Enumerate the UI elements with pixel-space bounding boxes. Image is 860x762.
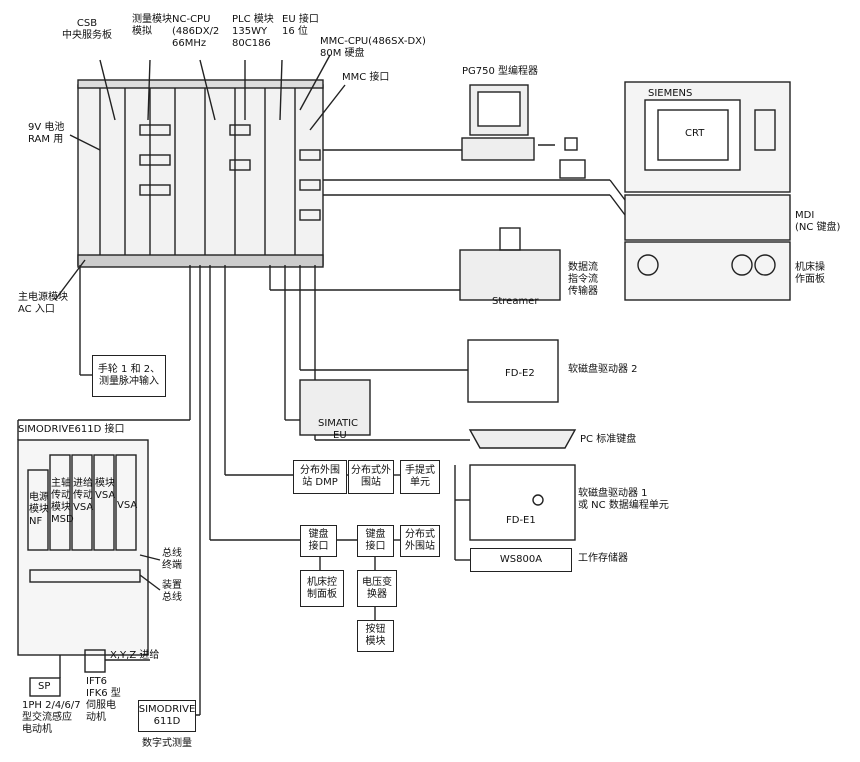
digital-measure-label: 数字式测量	[142, 738, 192, 749]
csb-label: CSB 中央服务板	[62, 18, 112, 41]
sp-motor-label: SP	[38, 681, 51, 692]
fde1-device	[469, 464, 576, 541]
simodrive-611d-box: SIMODRIVE 611D	[138, 700, 196, 732]
ws800a-box: WS800A	[470, 548, 572, 572]
sp-motor	[29, 677, 61, 697]
power-label: 主电源模块 AC 入口	[18, 292, 68, 315]
machine-control-panel-box: 机床控 制面板	[300, 570, 344, 607]
mmc-cpu-label: MMC-CPU(486SX-DX) 80M 硬盘	[320, 36, 426, 59]
fde2-label: 软磁盘驱动器 2	[568, 364, 638, 375]
simatic-eu-label: SIMATIC -EU	[318, 418, 359, 441]
mdi-label: MDI (NC 键盘)	[795, 210, 841, 233]
machine-panel-label: 机床操 作面板	[795, 262, 825, 285]
measure-label: 测量模块 模拟	[132, 14, 172, 37]
handwheel-box: 手轮 1 和 2、 测量脉冲输入	[92, 355, 166, 397]
plc-label: PLC 模块 135WY 80C186	[232, 14, 274, 49]
keyboard-interface-2-box: 键盘 接口	[357, 525, 394, 557]
fde1-name: FD-E1	[506, 515, 536, 526]
servo-motor-label: IFT6 IFK6 型 伺服电 动机	[86, 676, 121, 723]
nc-rack	[77, 84, 324, 266]
bus-terminal-label: 总线 终端	[162, 548, 182, 571]
vsa-module-2-label: 模块 VSA	[95, 478, 116, 501]
nc-cpu-label: NC-CPU (486DX/2 66MHz	[172, 14, 220, 49]
mdi-keyboard	[624, 194, 791, 241]
pc-keyboard	[468, 429, 577, 449]
portable-unit-box: 手提式 单元	[400, 460, 440, 494]
crt-label: CRT	[685, 128, 705, 139]
streamer-name: Streamer	[492, 296, 539, 307]
fde2-device	[467, 339, 559, 403]
voltage-converter-box: 电压变 换器	[357, 570, 397, 607]
msd-module-label: 主轴 传动 模块 MSD	[51, 478, 74, 525]
mmc-interface-label: MMC 接口	[342, 72, 390, 83]
siemens-label: SIEMENS	[648, 88, 693, 99]
pc-keyboard-label: PC 标准键盘	[580, 434, 637, 445]
streamer-label: 数据流 指令流 传输器	[568, 262, 598, 297]
simodrive-drive-group	[17, 439, 149, 656]
machine-panel	[624, 241, 791, 301]
fde1-label: 软磁盘驱动器 1 或 NC 数据编程单元	[578, 488, 669, 511]
battery-label: 9V 电池 RAM 用	[28, 122, 65, 145]
simodrive-interface-title: SIMODRIVE611D 接口	[18, 424, 125, 435]
streamer-device	[459, 249, 561, 301]
dmp-box: 分布外围 站 DMP	[293, 460, 347, 494]
vsa-module-1-label: 进给 传动 VSA	[73, 478, 94, 513]
eu-label: EU 接口 16 位	[282, 14, 319, 37]
device-bus-label: 装置 总线	[162, 580, 182, 603]
xyz-feed-label: X,Y,Z 进给	[110, 650, 160, 661]
dist-periph-1-box: 分布式外 围站	[348, 460, 394, 494]
ws800a-label: 工作存储器	[578, 553, 628, 564]
dist-periph-2-box: 分布式 外围站	[400, 525, 440, 557]
nf-module-label: 电源 模块 NF	[29, 492, 49, 527]
induction-motor-label: 1PH 2/4/6/7 型交流感应 电动机	[22, 700, 81, 735]
button-module-box: 按钮 模块	[357, 620, 394, 652]
simatic-eu-box	[299, 379, 371, 436]
pg750-label: PG750 型编程器	[462, 66, 539, 77]
fde2-name: FD-E2	[505, 368, 535, 379]
keyboard-interface-1-box: 键盘 接口	[300, 525, 337, 557]
vsa-module-3-label: VSA	[117, 500, 138, 511]
